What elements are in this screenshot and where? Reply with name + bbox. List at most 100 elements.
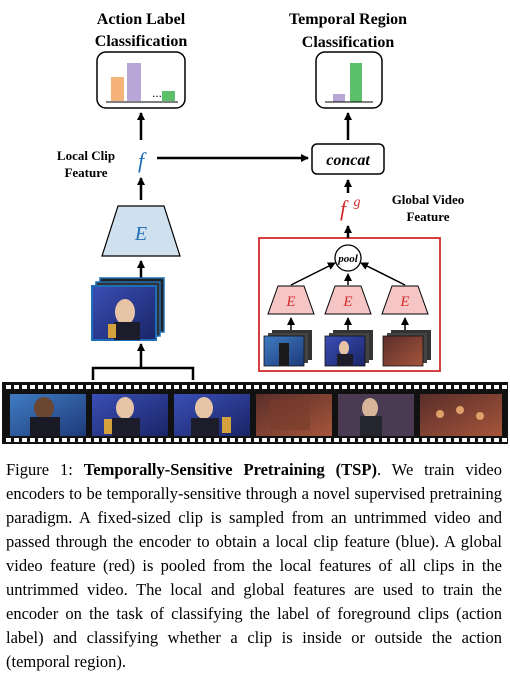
sprocket-hole — [374, 438, 379, 442]
sprocket-hole — [470, 385, 475, 389]
sprocket-hole — [22, 385, 27, 389]
sprocket-hole — [118, 385, 123, 389]
red-encoder-2: E — [324, 285, 372, 315]
sprocket-hole — [430, 438, 435, 442]
sprocket-hole — [398, 438, 403, 442]
sprocket-hole — [110, 438, 115, 442]
sprocket-hole — [230, 385, 235, 389]
sprocket-hole — [462, 385, 467, 389]
global-feature-symbol: f g — [340, 195, 361, 221]
sprocket-hole — [46, 438, 51, 442]
sprocket-hole — [478, 385, 483, 389]
sprocket-hole — [6, 438, 11, 442]
sprocket-hole — [414, 385, 419, 389]
sprocket-hole — [174, 385, 179, 389]
svg-text:E: E — [342, 294, 352, 310]
sprocket-hole — [38, 385, 43, 389]
sprocket-hole — [110, 385, 115, 389]
sprocket-hole — [86, 438, 91, 442]
sprocket-hole — [358, 385, 363, 389]
sprocket-hole — [214, 438, 219, 442]
sprocket-hole — [414, 438, 419, 442]
sprocket-hole — [182, 385, 187, 389]
sprocket-hole — [206, 385, 211, 389]
sprocket-hole — [382, 385, 387, 389]
action-label-histogram: ... — [96, 51, 186, 109]
svg-text:E: E — [285, 294, 295, 310]
caption-title: Temporally-Sensitive Pretraining (TSP) — [83, 460, 377, 479]
sprocket-hole — [86, 385, 91, 389]
sprocket-hole — [494, 385, 499, 389]
sprocket-hole — [166, 438, 171, 442]
sprocket-hole — [390, 438, 395, 442]
local-clip-feature-line2: Feature — [64, 165, 107, 180]
sprocket-hole — [14, 438, 19, 442]
sprocket-hole — [422, 438, 427, 442]
sprocket-hole — [438, 385, 443, 389]
clip-stack-3 — [382, 330, 431, 367]
sprocket-hole — [350, 438, 355, 442]
sprocket-hole — [46, 385, 51, 389]
sprocket-hole — [318, 385, 323, 389]
sprocket-hole — [366, 438, 371, 442]
figure-caption: Figure 1: Temporally-Sensitive Pretraini… — [6, 458, 502, 674]
film-strip — [2, 382, 508, 444]
sprocket-hole — [190, 385, 195, 389]
sprocket-hole — [278, 438, 283, 442]
sprocket-hole — [374, 385, 379, 389]
sprocket-hole — [262, 385, 267, 389]
sprocket-hole — [294, 385, 299, 389]
sprocket-hole — [302, 385, 307, 389]
global-video-feature-line1: Global Video — [392, 192, 465, 207]
sprocket-hole — [310, 438, 315, 442]
local-encoder-label: E — [134, 223, 147, 245]
sprocket-hole — [126, 438, 131, 442]
sprocket-hole — [502, 385, 507, 389]
sprocket-hole — [310, 385, 315, 389]
sprocket-hole — [326, 438, 331, 442]
sprocket-hole — [190, 438, 195, 442]
sprocket-hole — [270, 385, 275, 389]
clip-stack-2 — [324, 330, 373, 367]
sprocket-hole — [230, 438, 235, 442]
local-feature-symbol: f — [138, 148, 147, 173]
bar-orange — [111, 77, 124, 101]
sprocket-hole — [286, 385, 291, 389]
sprocket-hole — [198, 438, 203, 442]
sprocket-hole — [62, 385, 67, 389]
sample-bracket — [91, 366, 195, 380]
sprocket-hole — [478, 438, 483, 442]
sprocket-hole — [446, 438, 451, 442]
sprocket-hole — [134, 385, 139, 389]
sprocket-hole — [430, 385, 435, 389]
sprocket-hole — [70, 438, 75, 442]
sprocket-hole — [446, 385, 451, 389]
clip-stack-1 — [263, 330, 312, 367]
sprocket-hole — [6, 385, 11, 389]
sprocket-hole — [62, 438, 67, 442]
histogram-ellipsis: ... — [152, 86, 162, 100]
sprocket-hole — [390, 385, 395, 389]
sprocket-hole — [70, 385, 75, 389]
caption-body: . We train video encoders to be temporal… — [6, 460, 502, 671]
sprocket-hole — [350, 385, 355, 389]
svg-text:E: E — [399, 294, 409, 310]
sprocket-hole — [454, 385, 459, 389]
sprocket-hole — [334, 438, 339, 442]
local-encoder — [101, 205, 181, 257]
caption-lead: Figure 1: — [6, 460, 84, 479]
film-frame-6 — [420, 394, 502, 436]
sprocket-hole — [318, 438, 323, 442]
global-video-feature-line2: Feature — [406, 209, 449, 224]
pool-label: pool — [337, 253, 359, 265]
action-label-title-line2: Classification — [95, 33, 188, 50]
sprocket-hole — [150, 438, 155, 442]
sprocket-hole — [30, 438, 35, 442]
sprocket-hole — [54, 438, 59, 442]
sprocket-hole — [238, 438, 243, 442]
sprocket-hole — [358, 438, 363, 442]
sprocket-hole — [486, 385, 491, 389]
sprocket-hole — [334, 385, 339, 389]
red-encoder-3: E — [381, 285, 429, 315]
sprocket-hole — [502, 438, 507, 442]
